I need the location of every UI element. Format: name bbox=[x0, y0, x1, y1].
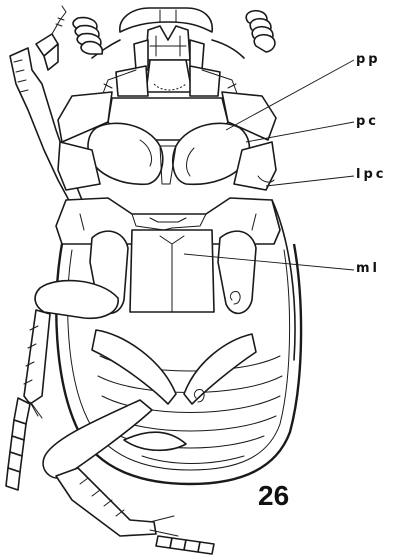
label-ml: ml bbox=[356, 261, 380, 276]
prothorax bbox=[58, 92, 276, 190]
hindleg-left bbox=[43, 400, 214, 554]
label-lpc: lpc bbox=[356, 167, 386, 182]
antenna-right bbox=[212, 11, 275, 58]
label-pp: pp bbox=[356, 52, 381, 67]
label-pc: pc bbox=[356, 114, 379, 129]
antenna-left bbox=[73, 18, 120, 58]
figure-number: 26 bbox=[258, 480, 289, 512]
leader-lpc bbox=[266, 176, 354, 186]
hind-coxae bbox=[92, 330, 256, 404]
head-mouthparts bbox=[116, 8, 220, 96]
